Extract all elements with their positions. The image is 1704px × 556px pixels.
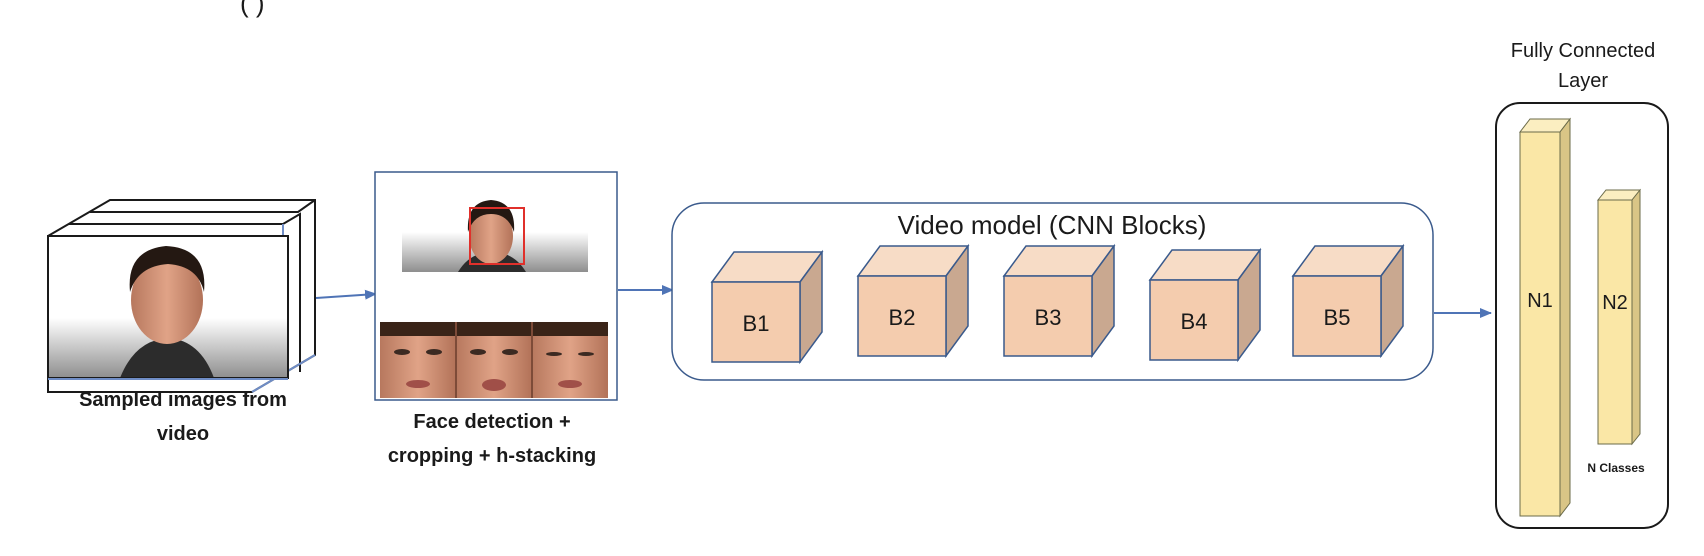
fc-title-line2: Layer — [1558, 70, 1608, 92]
neuron-bar-n1 — [1518, 117, 1572, 518]
arrow-frames-to-face — [315, 289, 377, 300]
cnn-block-b2: B2 — [856, 243, 970, 359]
neuron-bar-n2 — [1596, 188, 1642, 446]
cnn-block-b3: B3 — [1002, 243, 1116, 359]
n2-label: N2 — [1602, 292, 1628, 314]
video-model-title: Video model (CNN Blocks) — [898, 210, 1207, 240]
caption-face-line1: Face detection + — [413, 411, 570, 433]
cnn-block-label: B4 — [1181, 309, 1208, 334]
detected-face-image — [402, 200, 588, 272]
cnn-block-label: B1 — [743, 311, 770, 336]
n1-label: N1 — [1527, 290, 1553, 312]
cnn-block-label: B2 — [889, 305, 916, 330]
cnn-block-label: B3 — [1035, 305, 1062, 330]
cnn-block-b5: B5 — [1291, 243, 1405, 359]
cnn-block-label: B5 — [1324, 305, 1351, 330]
video-frame-image — [47, 235, 289, 380]
face-bounding-box — [469, 207, 525, 265]
caption-face-line2: cropping + h-stacking — [388, 445, 596, 467]
caption-sampled-line2: video — [157, 423, 209, 445]
fc-title-line1: Fully Connected — [1511, 40, 1656, 62]
sampled-frames-stack — [47, 199, 316, 393]
cnn-block-b1: B1 — [710, 249, 824, 365]
cnn-blocks: B1 B2 B3 B4 B5 — [710, 243, 1405, 365]
top-stub-text: ( ) — [240, 0, 265, 18]
face-detection-panel — [374, 171, 618, 401]
stacked-faces-image — [380, 322, 608, 398]
n-classes-label: N Classes — [1587, 461, 1645, 475]
cnn-block-b4: B4 — [1148, 247, 1262, 363]
caption-sampled-line1: Sampled images from — [79, 389, 287, 411]
